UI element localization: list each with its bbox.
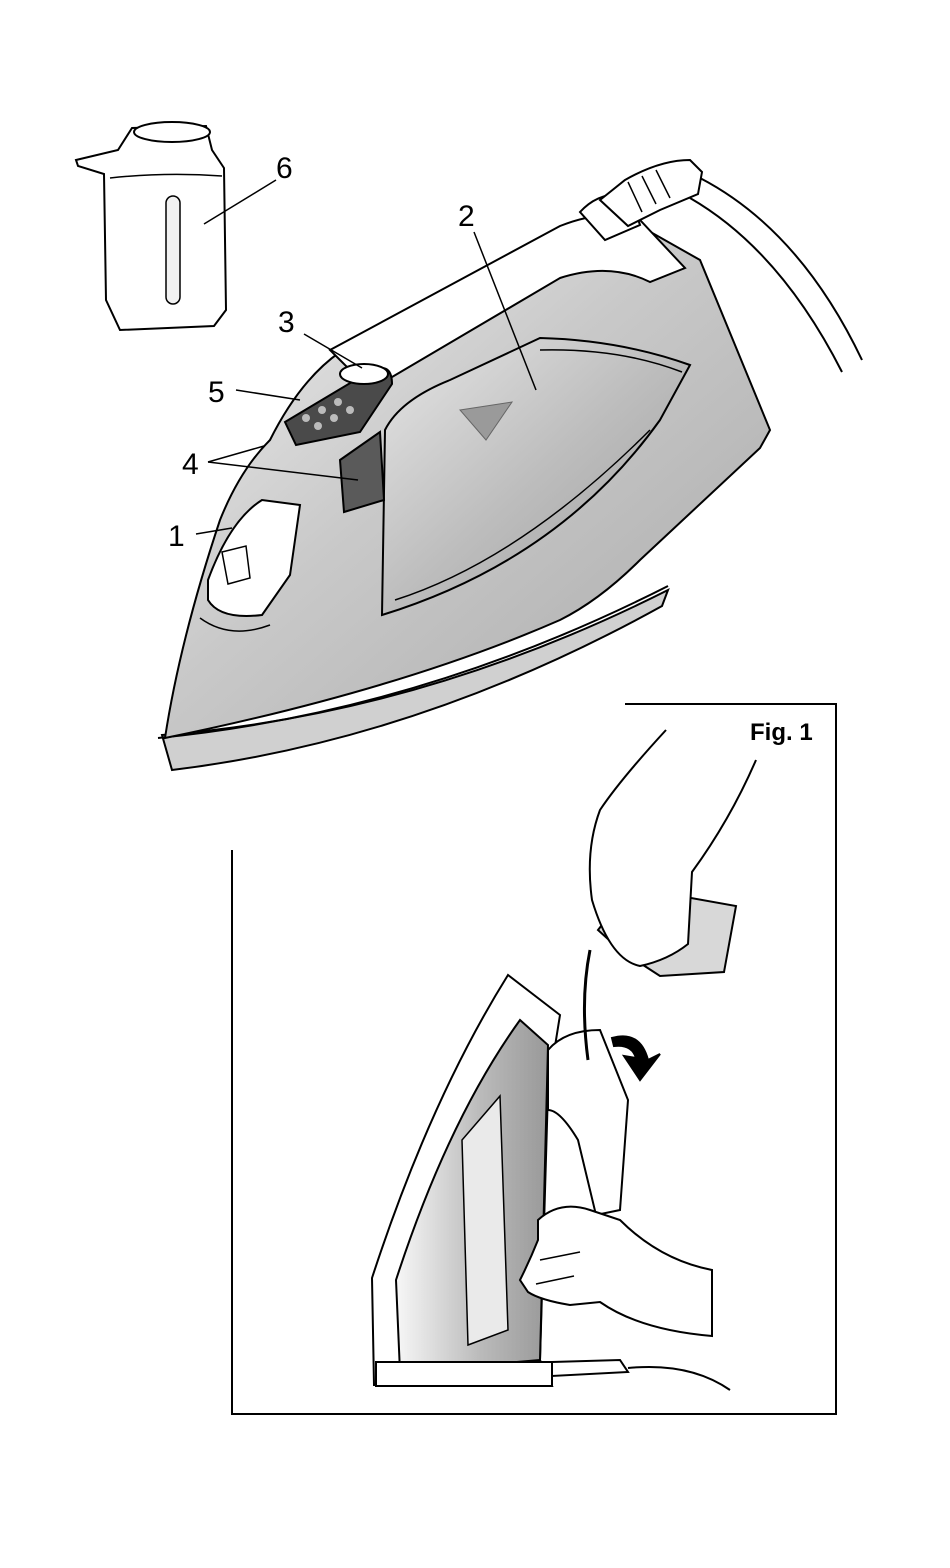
thermostat-dial xyxy=(340,364,388,384)
water-inlet-icon xyxy=(222,546,250,584)
rotate-arrow-icon xyxy=(612,1036,660,1080)
figure-label: Fig. 1 xyxy=(750,719,813,746)
water-jug xyxy=(76,122,226,330)
callout-1: 1 xyxy=(168,520,185,553)
callout-4: 4 xyxy=(182,448,199,481)
callout-2: 2 xyxy=(458,200,475,233)
figure-1-illustration xyxy=(372,730,756,1390)
callout-5: 5 xyxy=(208,376,225,409)
callout-3: 3 xyxy=(278,306,295,339)
steam-iron xyxy=(158,160,770,770)
holding-hand xyxy=(520,1207,712,1336)
callout-6: 6 xyxy=(276,152,293,185)
